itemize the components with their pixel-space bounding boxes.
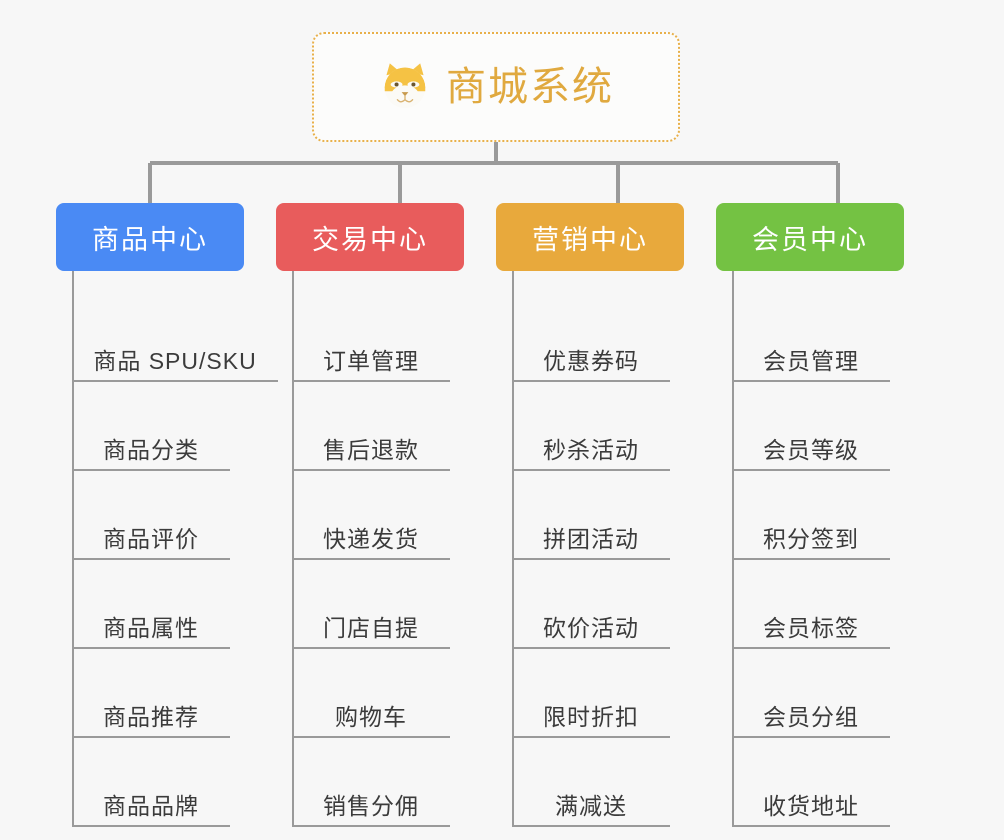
leaf-item[interactable]: 商品属性: [72, 560, 230, 649]
leaf-item[interactable]: 商品评价: [72, 471, 230, 560]
trunk-line: [292, 271, 294, 827]
root-node[interactable]: 商城系统: [312, 32, 680, 142]
leaf-label: 会员标签: [763, 614, 859, 641]
leaf-item[interactable]: 销售分佣: [292, 738, 450, 827]
leaf-item[interactable]: 快递发货: [292, 471, 450, 560]
leaf-label: 会员管理: [763, 347, 859, 374]
leaf-label: 订单管理: [323, 347, 419, 374]
trunk-line: [732, 271, 734, 827]
branch-column-product-center: 商品中心 商品 SPU/SKU 商品分类 商品评价 商品属性 商品推荐: [56, 203, 278, 827]
branch-columns: 商品中心 商品 SPU/SKU 商品分类 商品评价 商品属性 商品推荐: [0, 203, 1004, 840]
leaf-item[interactable]: 收货地址: [732, 738, 890, 827]
leaf-label: 快递发货: [323, 525, 419, 552]
category-title: 营销中心: [532, 224, 648, 255]
leaf-list-product-center: 商品 SPU/SKU 商品分类 商品评价 商品属性 商品推荐 商品品牌: [56, 271, 278, 827]
trunk-line: [512, 271, 514, 827]
leaf-label: 商品品牌: [103, 792, 199, 819]
leaf-list-trade-center: 订单管理 售后退款 快递发货 门店自提 购物车 销售分佣: [276, 271, 496, 827]
leaf-label: 收货地址: [763, 792, 859, 819]
leaf-list-member-center: 会员管理 会员等级 积分签到 会员标签 会员分组 收货地址: [716, 271, 936, 827]
leaf-item[interactable]: 限时折扣: [512, 649, 670, 738]
root-title: 商城系统: [446, 65, 614, 109]
leaf-label: 满减送: [555, 792, 627, 819]
category-title: 商品中心: [92, 224, 208, 255]
leaf-item[interactable]: 售后退款: [292, 382, 450, 471]
leaf-item[interactable]: 商品 SPU/SKU: [72, 293, 278, 382]
category-header-product-center[interactable]: 商品中心: [56, 203, 244, 271]
leaf-item[interactable]: 会员等级: [732, 382, 890, 471]
leaf-item[interactable]: 会员管理: [732, 293, 890, 382]
category-header-trade-center[interactable]: 交易中心: [276, 203, 464, 271]
leaf-label: 商品评价: [103, 525, 199, 552]
leaf-list-marketing-center: 优惠券码 秒杀活动 拼团活动 砍价活动 限时折扣 满减送: [496, 271, 716, 827]
category-title: 交易中心: [312, 224, 428, 255]
leaf-item[interactable]: 购物车: [292, 649, 450, 738]
category-header-marketing-center[interactable]: 营销中心: [496, 203, 684, 271]
category-title: 会员中心: [752, 224, 868, 255]
leaf-label: 商品分类: [103, 436, 199, 463]
branch-column-member-center: 会员中心 会员管理 会员等级 积分签到 会员标签 会员分组: [716, 203, 936, 827]
leaf-item[interactable]: 拼团活动: [512, 471, 670, 560]
shiba-dog-face-icon: [384, 63, 426, 109]
leaf-label: 门店自提: [323, 614, 419, 641]
leaf-label: 售后退款: [323, 436, 419, 463]
leaf-item[interactable]: 会员分组: [732, 649, 890, 738]
leaf-item[interactable]: 订单管理: [292, 293, 450, 382]
leaf-label: 秒杀活动: [543, 436, 639, 463]
leaf-item[interactable]: 商品品牌: [72, 738, 230, 827]
branch-column-marketing-center: 营销中心 优惠券码 秒杀活动 拼团活动 砍价活动 限时折扣: [496, 203, 716, 827]
leaf-label: 商品属性: [103, 614, 199, 641]
leaf-label: 拼团活动: [543, 525, 639, 552]
leaf-label: 限时折扣: [543, 703, 639, 730]
leaf-label: 会员分组: [763, 703, 859, 730]
leaf-item[interactable]: 会员标签: [732, 560, 890, 649]
leaf-label: 积分签到: [763, 525, 859, 552]
category-header-member-center[interactable]: 会员中心: [716, 203, 904, 271]
branch-column-trade-center: 交易中心 订单管理 售后退款 快递发货 门店自提 购物车: [276, 203, 496, 827]
leaf-label: 优惠券码: [543, 347, 639, 374]
leaf-label: 商品推荐: [103, 703, 199, 730]
leaf-item[interactable]: 门店自提: [292, 560, 450, 649]
leaf-label: 购物车: [335, 703, 407, 730]
leaf-item[interactable]: 砍价活动: [512, 560, 670, 649]
leaf-label: 会员等级: [763, 436, 859, 463]
leaf-item[interactable]: 满减送: [512, 738, 670, 827]
leaf-label: 商品 SPU/SKU: [93, 347, 257, 374]
trunk-line: [72, 271, 74, 827]
leaf-item[interactable]: 积分签到: [732, 471, 890, 560]
leaf-item[interactable]: 优惠券码: [512, 293, 670, 382]
leaf-item[interactable]: 商品分类: [72, 382, 230, 471]
leaf-item[interactable]: 秒杀活动: [512, 382, 670, 471]
leaf-label: 销售分佣: [323, 792, 419, 819]
leaf-label: 砍价活动: [543, 614, 639, 641]
leaf-item[interactable]: 商品推荐: [72, 649, 230, 738]
